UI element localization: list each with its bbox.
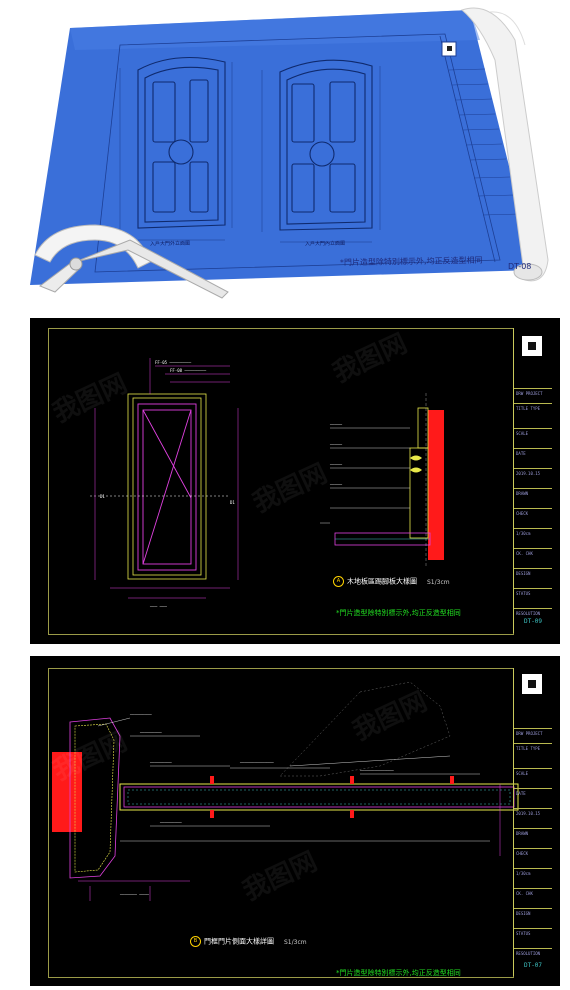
svg-text:─────────: ───────── <box>159 820 182 825</box>
svg-text:─────── ────: ─────── ──── <box>119 892 149 897</box>
sheet2-note: *門片造型除特別標示外,均正反造型相同 <box>336 969 461 977</box>
right-elevation-caption: 入戶大門內立面圖 <box>304 240 346 248</box>
svg-text:─────: ───── <box>329 442 343 447</box>
sheet2-title-block: DRW PROJECT TITLE TYPE SCALE DATE 2019.1… <box>513 668 552 976</box>
sheet2-drawing: ────────────────── ─────────────────────… <box>52 681 519 901</box>
svg-text:D1: D1 <box>230 500 235 505</box>
sheet2-logo <box>522 674 542 694</box>
svg-text:─────: ───── <box>329 462 343 467</box>
sheet1-title-block: DRW PROJECT TITLE TYPE SCALE DATE 2019.1… <box>513 328 552 633</box>
svg-text:FF-05 ─────────: FF-05 ───────── <box>155 360 192 365</box>
svg-text:FF-08 ─────────: FF-08 ───────── <box>170 368 207 373</box>
rolled-paper-icon <box>460 7 549 282</box>
svg-text:D1: D1 <box>100 494 105 499</box>
svg-text:─────: ───── <box>329 482 343 487</box>
blueprint-code: DT-08 <box>508 262 532 271</box>
blueprint-sheet: 入戶大門外立面圖 入戶大門內立面圖 *門片造型除特別標示外,均正反造型相同 DT… <box>0 0 570 300</box>
section-marker-icon: B <box>190 936 201 947</box>
sheet1-logo <box>522 336 542 356</box>
svg-text:─────────: ───────── <box>149 760 172 765</box>
compass-ruler-icon <box>34 224 229 299</box>
sheet2-code: DT-07 <box>523 962 543 969</box>
svg-text:──────────────: ────────────── <box>239 760 274 765</box>
svg-text:─────────: ───────── <box>139 730 162 735</box>
left-elevation-caption: 入戶大門外立面圖 <box>149 240 191 248</box>
sheet1-code: DT-09 <box>523 618 543 625</box>
section-marker-icon: A <box>333 576 344 587</box>
svg-text:─────: ───── <box>329 422 343 427</box>
svg-text:─────────: ───────── <box>129 712 152 717</box>
svg-text:──────────────: ────────────── <box>359 768 394 773</box>
blueprint-drawing <box>30 7 549 299</box>
cad-sheet-2: ────────────────── ─────────────────────… <box>30 656 560 986</box>
sheet1-note: *門片造型除特別標示外,均正反造型相同 <box>336 609 461 617</box>
svg-text:─── ───: ─── ─── <box>149 604 167 609</box>
